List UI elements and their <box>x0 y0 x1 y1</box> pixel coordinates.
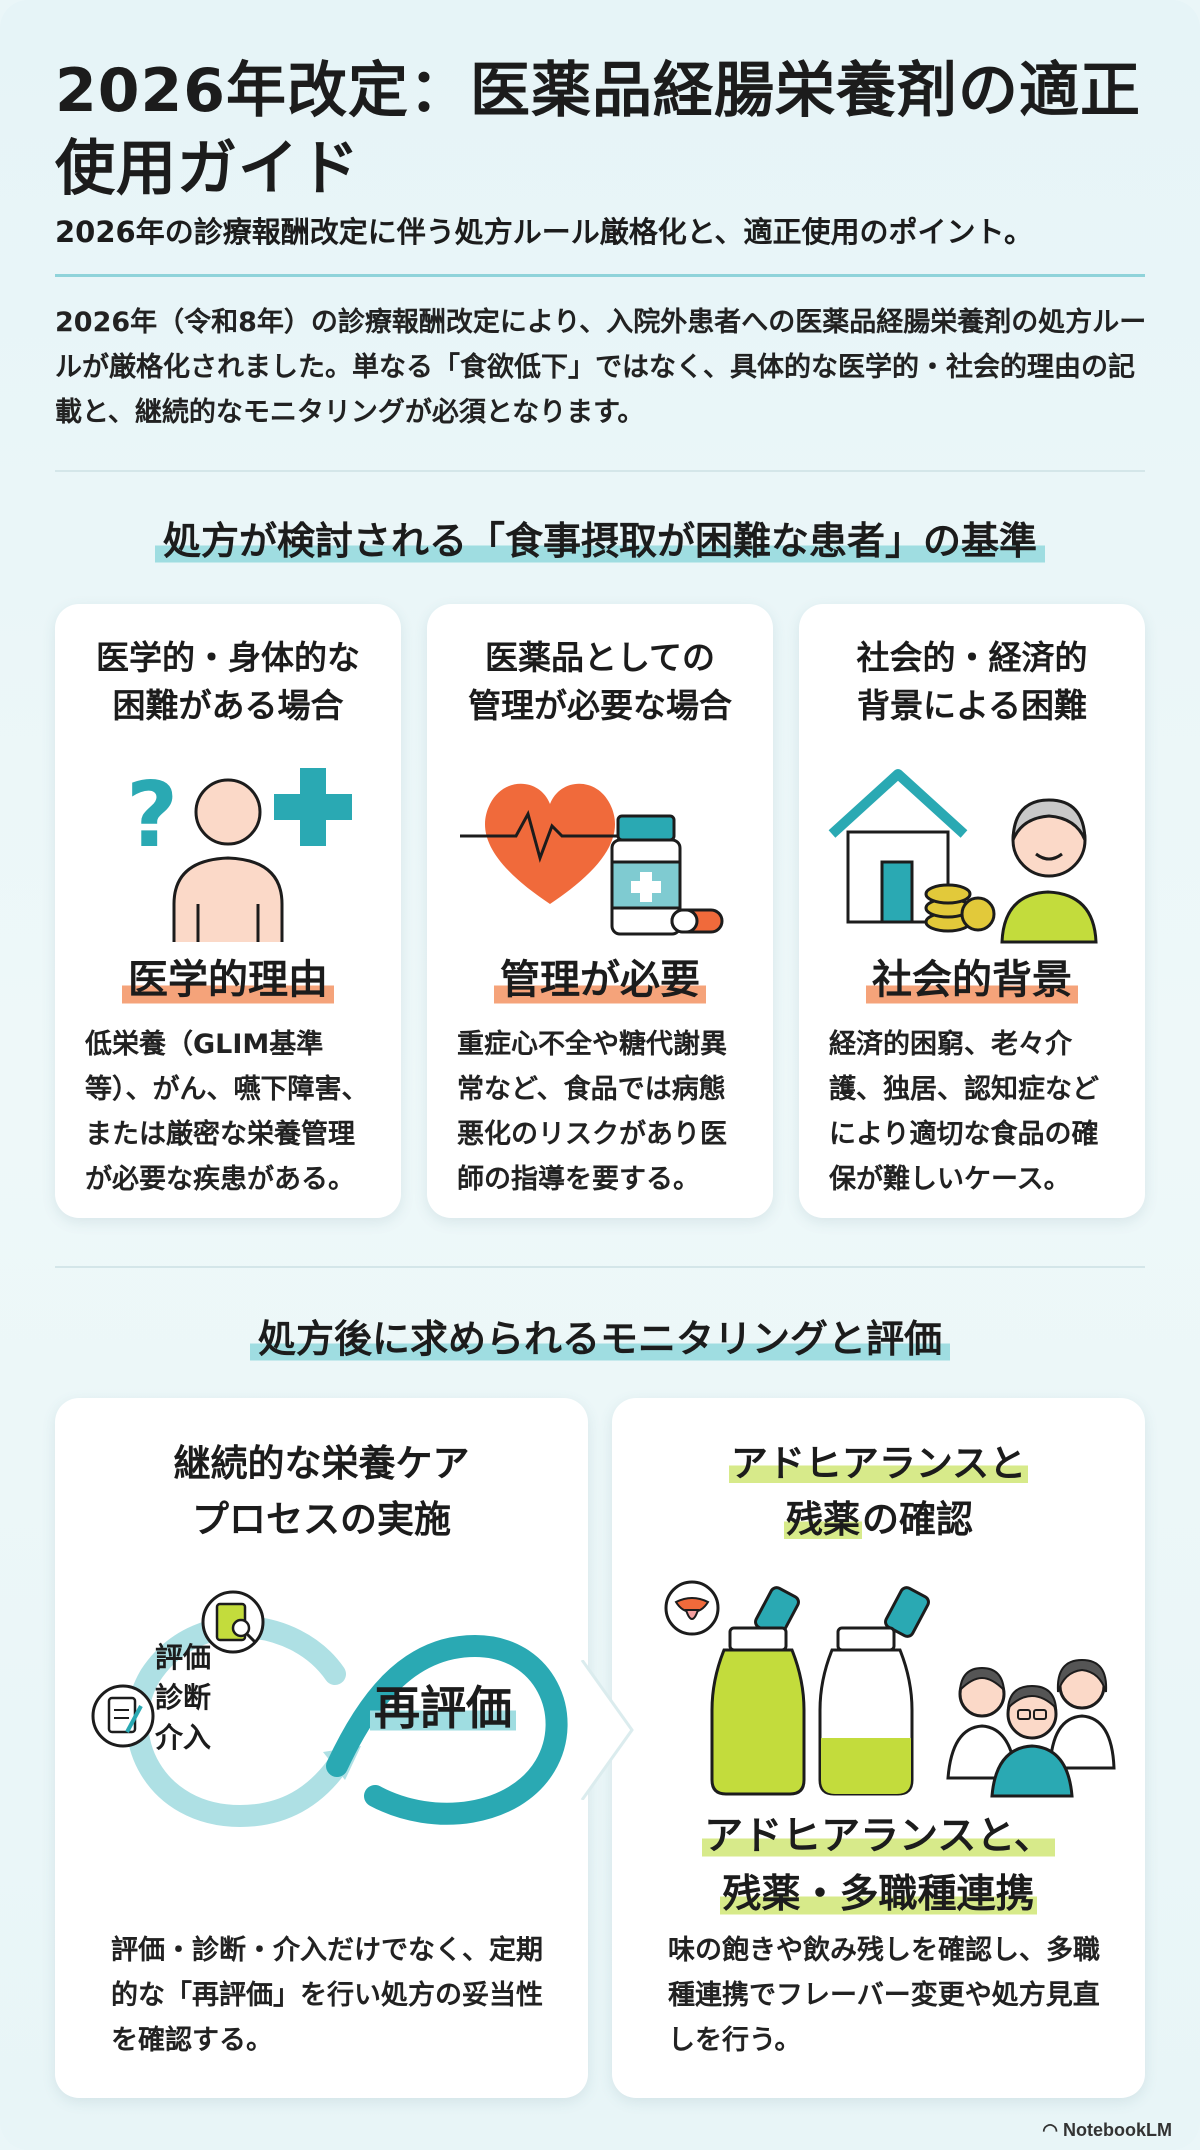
section1-heading: 処方が検討される「食事摂取が困難な患者」の基準 <box>0 514 1200 568</box>
title-divider <box>55 274 1145 277</box>
page-subtitle: 2026年の診療報酬改定に伴う処方ルール厳格化と、適正使用のポイント。 <box>55 215 1033 249</box>
card-heading: アドヒアランスと 残薬の確認 <box>612 1436 1145 1548</box>
section1-heading-text: 処方が検討される「食事摂取が困難な患者」の基準 <box>154 514 1045 568</box>
card-tag: 管理が必要 <box>427 952 773 1008</box>
monitoring-card-process: 継続的な栄養ケア プロセスの実施 評価 診断 <box>55 1398 588 2098</box>
section-divider <box>55 1266 1145 1268</box>
card-tag-line: 残薬・多職種連携 <box>720 1872 1037 1917</box>
card-tag-text: 医学的理由 <box>122 952 334 1008</box>
bottles-team-illustration <box>664 1580 1116 1798</box>
full-bottle-icon <box>710 1586 806 1796</box>
reevaluation-label: 再評価 <box>370 1678 516 1738</box>
card-heading-line: 継続的な栄養ケア <box>173 1442 470 1485</box>
card-heading: 医学的・身体的な 困難がある場合 <box>55 634 401 730</box>
care-team-icon <box>946 1658 1116 1798</box>
card-heading-line: の確認 <box>862 1498 973 1541</box>
house-coins-elderly-icon <box>828 769 1098 944</box>
card-body: 評価・診断・介入だけでなく、定期的な「再評価」を行い処方の妥当性を確認する。 <box>111 1935 543 2056</box>
footer-brand-text: NotebookLM <box>1063 2120 1172 2140</box>
svg-text:?: ? <box>126 763 178 868</box>
reevaluation-text: 再評価 <box>370 1681 516 1735</box>
tongue-taste-icon <box>664 1580 720 1636</box>
card-heading-highlight: 残薬 <box>784 1498 862 1541</box>
card-tag: 社会的背景 <box>799 952 1145 1008</box>
card-body: 重症心不全や糖代謝異常など、食品では病態悪化のリスクがあり医師の指導を要する。 <box>457 1029 727 1195</box>
card-tag: アドヒアランスと、 残薬・多職種連携 <box>612 1808 1145 1924</box>
card-heading-line: 医薬品としての <box>484 638 715 677</box>
card-body: 味の飽きや飲み残しを確認し、多職種連携でフレーバー変更や処方見直しを行う。 <box>668 1935 1100 2056</box>
cycle-step-intervene: 介入 <box>155 1721 212 1754</box>
card-heading-line: 社会的・経済的 <box>856 638 1088 677</box>
section2-heading-text: 処方後に求められるモニタリングと評価 <box>249 1312 950 1366</box>
card-tag-line: アドヒアランスと、 <box>702 1814 1055 1859</box>
card-heading-line: 困難がある場合 <box>112 686 344 725</box>
criteria-card-management: 医薬品としての 管理が必要な場合 管理が必要 重症心不全や糖代謝異常など、食品で… <box>427 604 773 1218</box>
monitoring-card-adherence: アドヒアランスと 残薬の確認 <box>612 1398 1145 2098</box>
heart-medicine-bottle-icon <box>460 783 724 936</box>
card-heading: 社会的・経済的 背景による困難 <box>799 634 1145 730</box>
cycle-steps: 評価 診断 介入 <box>155 1638 211 1758</box>
card-heading: 医薬品としての 管理が必要な場合 <box>427 634 773 730</box>
card-body: 低栄養（GLIM基準等）、がん、嚥下障害、または厳密な栄養管理が必要な疾患がある… <box>85 1029 369 1195</box>
card-heading-line: 管理が必要な場合 <box>468 686 732 725</box>
patient-question-plus-icon: ? <box>126 763 352 942</box>
criteria-card-social: 社会的・経済的 背景による困難 社会的背景 経済的困窮、老々介護、独居、認知症な… <box>799 604 1145 1218</box>
card-heading-line: 背景による困難 <box>856 686 1087 725</box>
half-empty-bottle-icon <box>818 1586 930 1796</box>
card-heading-line: 医学的・身体的な <box>96 638 360 677</box>
page-title: 2026年改定：医薬品経腸栄養剤の適正使用ガイド <box>55 56 1141 204</box>
chevron-right-icon <box>580 1660 634 1800</box>
clipboard-pen-icon <box>91 1684 155 1748</box>
card-heading-line: プロセスの実施 <box>192 1498 451 1541</box>
nutrition-care-cycle-diagram <box>91 1590 568 1828</box>
card-tag-text: 管理が必要 <box>494 952 706 1008</box>
notebooklm-logo-icon: ◠ <box>1042 2120 1064 2140</box>
clipboard-search-icon <box>201 1590 265 1654</box>
card-heading-line: アドヒアランスと <box>728 1442 1029 1485</box>
card-tag-text: 社会的背景 <box>866 952 1078 1008</box>
cycle-step-assess: 評価 <box>155 1641 212 1674</box>
card-body: 経済的困窮、老々介護、独居、認知症などにより適切な食品の確保が難しいケース。 <box>829 1029 1099 1195</box>
section-divider <box>55 470 1145 472</box>
cycle-step-diagnose: 診断 <box>155 1681 212 1714</box>
footer-brand: ◠ NotebookLM <box>1042 2120 1172 2141</box>
intro-paragraph: 2026年（令和8年）の診療報酬改定により、入院外患者への医薬品経腸栄養剤の処方… <box>55 307 1147 428</box>
card-tag: 医学的理由 <box>55 952 401 1008</box>
card-heading: 継続的な栄養ケア プロセスの実施 <box>55 1436 588 1548</box>
criteria-card-medical: 医学的・身体的な 困難がある場合 ? 医学的理由 低栄養（GLIM基準等）、がん… <box>55 604 401 1218</box>
section2-heading: 処方後に求められるモニタリングと評価 <box>0 1312 1200 1366</box>
